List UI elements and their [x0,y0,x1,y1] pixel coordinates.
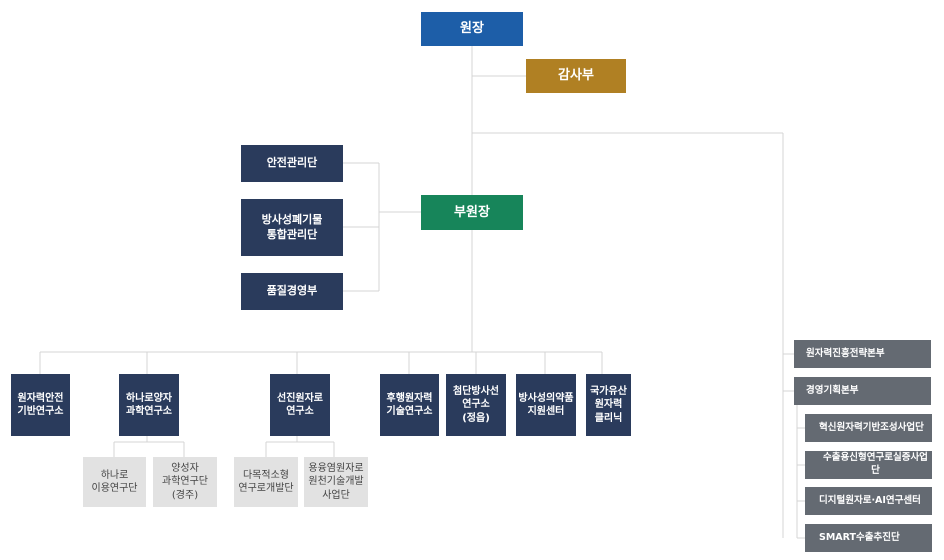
radioactive-waste-box: 방사성폐기물 통합관리단 [241,199,343,256]
right-sub-unit-box: 수출용신형연구로실증사업단 [805,451,932,479]
sub-unit-box: 용융염원자로 원천기술개발 사업단 [304,457,368,507]
right-sub-unit-box: 혁신원자력기반조성사업단 [805,414,932,442]
institute-box: 하나로양자 과학연구소 [119,374,179,436]
institute-box: 첨단방사선 연구소 (정읍) [446,374,506,436]
quality-management-box: 품질경영부 [241,273,343,310]
sub-unit-box: 양성자 과학연구단 (경주) [153,457,217,507]
institute-box: 방사성의약품 지원센터 [516,374,576,436]
right-sub-unit-box: SMART수출추진단 [805,524,932,552]
audit-department-box: 감사부 [526,59,626,93]
director-box: 원장 [421,12,523,46]
vice-director-box: 부원장 [421,195,523,230]
institute-box: 후행원자력 기술연구소 [380,374,439,436]
institute-box: 국가유산 원자력 클리닉 [586,374,631,436]
institute-box: 선진원자로 연구소 [270,374,330,436]
safety-management-box: 안전관리단 [241,145,343,182]
institute-box: 원자력안전 기반연구소 [11,374,70,436]
right-sub-unit-box: 디지털원자로·AI연구센터 [805,487,932,515]
right-main-unit-box: 경영기획본부 [794,377,931,405]
sub-unit-box: 다목적소형 연구로개발단 [234,457,298,507]
right-main-unit-box: 원자력진흥전략본부 [794,340,931,368]
sub-unit-box: 하나로 이용연구단 [83,457,146,507]
